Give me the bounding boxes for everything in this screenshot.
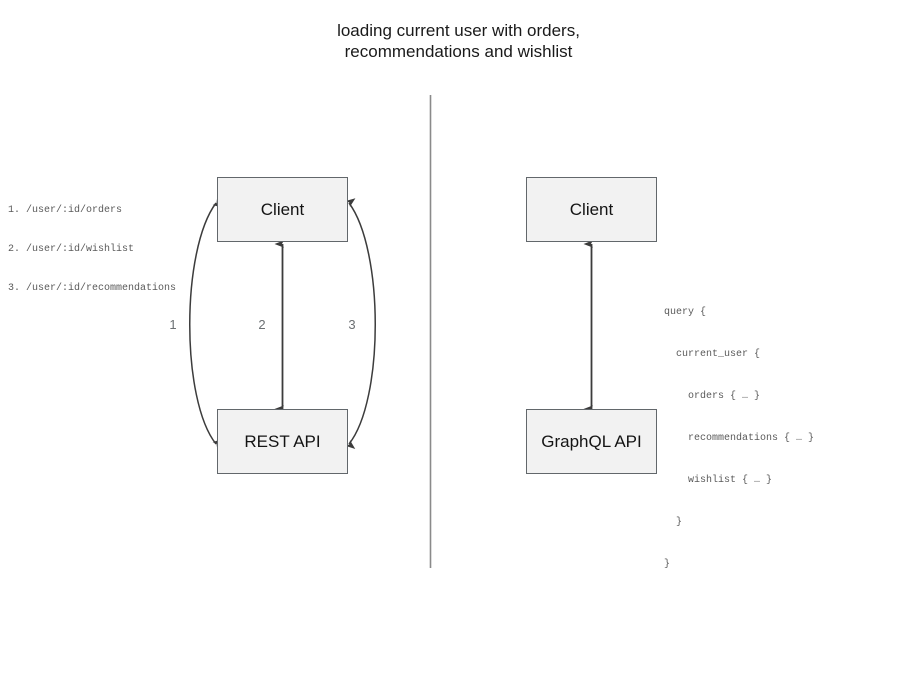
diagram-title: loading current user with orders, recomm…: [337, 21, 580, 61]
legend-line-2: 2. /user/:id/wishlist: [8, 244, 135, 255]
rest-route-legend: 1. /user/:id/orders 2. /user/:id/wishlis…: [8, 178, 176, 321]
legend-line-1: 1. /user/:id/orders: [8, 205, 123, 216]
query-line-4: recommendations { … }: [664, 433, 815, 444]
connector-label-3: 3: [348, 317, 356, 332]
graphql-query-snippet: query { current_user { orders { … } reco…: [664, 278, 814, 600]
node-graphql-api[interactable]: GraphQL API: [526, 409, 657, 474]
node-rest-api[interactable]: REST API: [217, 409, 348, 474]
node-rest-client[interactable]: Client: [217, 177, 348, 242]
query-line-2: current_user {: [664, 349, 761, 360]
connector-label-2: 2: [258, 317, 266, 332]
legend-line-3: 3. /user/:id/recommendations: [8, 283, 177, 294]
query-line-3: orders { … }: [664, 391, 761, 402]
query-line-6: }: [664, 517, 683, 528]
connector-1-path: [189, 199, 223, 448]
query-line-5: wishlist { … }: [664, 475, 773, 486]
node-graphql-client[interactable]: Client: [526, 177, 657, 242]
connector-label-1: 1: [169, 317, 177, 332]
query-line-1: query {: [664, 307, 707, 318]
query-line-7: }: [664, 559, 671, 570]
